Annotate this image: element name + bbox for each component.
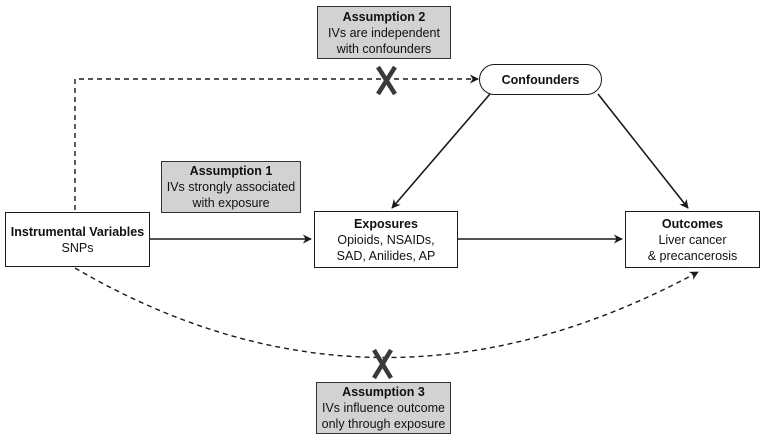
- outcomes-node: Outcomes Liver cancer & precancerosis: [625, 211, 760, 268]
- assumption-2-line2: with confounders: [336, 41, 432, 56]
- outcomes-line2: & precancerosis: [647, 248, 738, 263]
- arrow-confounders-to-exposure: [391, 93, 491, 209]
- instrumental-variables-node: Instrumental Variables SNPs: [5, 212, 150, 267]
- exposures-line1: Opioids, NSAIDs,: [337, 232, 435, 247]
- exposures-title: Exposures: [354, 216, 418, 231]
- confounders-title: Confounders: [501, 72, 580, 87]
- assumption-2-box: Assumption 2 IVs are independent with co…: [317, 6, 451, 59]
- cross-icon-assumption-3: [372, 348, 393, 380]
- instrumental-variables-sub: SNPs: [61, 240, 94, 255]
- confounders-node: Confounders: [479, 64, 602, 95]
- assumption-3-line2: only through exposure: [321, 417, 446, 431]
- exposures-line2: SAD, Anilides, AP: [336, 248, 436, 263]
- assumption-3-box: Assumption 3 IVs influence outcome only …: [316, 382, 451, 434]
- outcomes-line1: Liver cancer: [658, 232, 727, 247]
- assumption-3-title: Assumption 3: [342, 385, 425, 399]
- cross-icon-assumption-2: [376, 65, 397, 96]
- assumption-1-title: Assumption 1: [189, 164, 273, 178]
- outcomes-title: Outcomes: [661, 216, 724, 231]
- assumption-1-line1: IVs strongly associated: [166, 180, 296, 194]
- dashed-iv-to-confounders: [74, 74, 479, 210]
- assumption-2-title: Assumption 2: [342, 9, 426, 24]
- exposures-node: Exposures Opioids, NSAIDs, SAD, Anilides…: [314, 211, 458, 268]
- assumption-1-line2: with exposure: [192, 196, 270, 210]
- arrow-confounders-to-outcome: [597, 93, 689, 209]
- assumption-2-line1: IVs are independent: [328, 25, 440, 40]
- dashed-iv-to-outcome: [74, 267, 699, 359]
- assumption-3-line1: IVs influence outcome: [322, 401, 445, 415]
- assumption-1-box: Assumption 1 IVs strongly associated wit…: [161, 161, 301, 213]
- instrumental-variables-title: Instrumental Variables: [10, 224, 145, 239]
